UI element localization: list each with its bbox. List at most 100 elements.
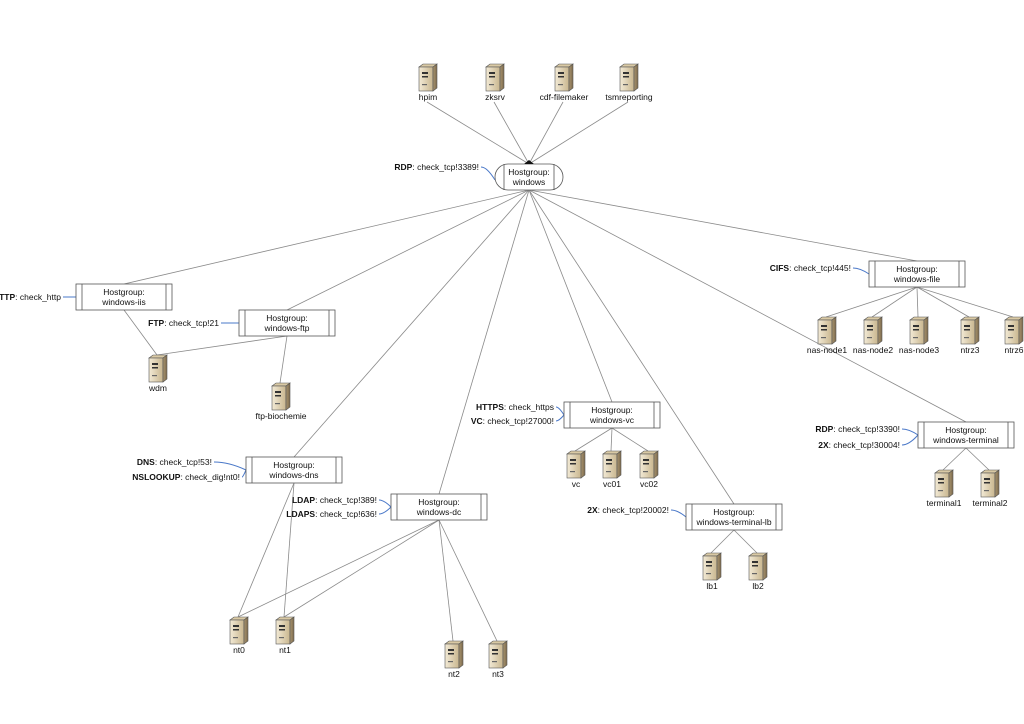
service-connector [555, 414, 565, 422]
edge-tsmreporting-to-windows [528, 101, 629, 165]
hostgroup-windows-terminal[interactable]: Hostgroup:windows-terminal [917, 421, 1015, 449]
host-ftp-biochemie[interactable]: ftp-biochemie [255, 382, 307, 421]
host-nt0[interactable]: nt0 [229, 616, 249, 655]
edge-windows-to-windows-file [528, 189, 918, 262]
server-icon [602, 450, 622, 479]
host-nas-node1[interactable]: nas-node1 [807, 316, 847, 355]
svc-nslookup[interactable]: NSLOOKUP: check_dig!nt0! [132, 472, 240, 482]
service-name: DNS [137, 457, 155, 467]
host-label: cdf-filemaker [540, 92, 589, 102]
host-nt3[interactable]: nt3 [488, 640, 508, 679]
service-connector [378, 506, 392, 515]
server-icon [554, 63, 574, 92]
hostgroup-windows-dns[interactable]: Hostgroup:windows-dns [245, 456, 343, 484]
server-icon [960, 316, 980, 345]
service-check: : check_tcp!21 [164, 318, 219, 328]
svc-ldap[interactable]: LDAP: check_tcp!389! [292, 495, 377, 505]
service-check: : check_tcp!636! [315, 509, 377, 519]
hostgroup-title: Hostgroup: [418, 497, 460, 507]
host-label: nt0 [233, 645, 245, 655]
host-ntrz3[interactable]: ntrz3 [960, 316, 980, 355]
host-lb1[interactable]: lb1 [702, 552, 722, 591]
svc-2x-terminal[interactable]: 2X: check_tcp!30004! [818, 440, 900, 450]
edge-windows-dc-to-nt0 [237, 519, 440, 618]
server-icon [702, 552, 722, 581]
host-label: terminal2 [973, 498, 1008, 508]
host-label: terminal1 [927, 498, 962, 508]
svc-vc[interactable]: VC: check_tcp!27000! [471, 416, 554, 426]
edge-windows-file-to-nas-node2 [871, 286, 918, 318]
hostgroup-windows-file[interactable]: Hostgroup:windows-file [868, 260, 966, 288]
edge-windows-dns-to-nt0 [237, 482, 295, 618]
hostgroup-windows-vc[interactable]: Hostgroup:windows-vc [563, 401, 661, 429]
service-name: 2X [818, 440, 829, 450]
host-nas-node2[interactable]: nas-node2 [853, 316, 893, 355]
service-check: : check_tcp!389! [315, 495, 377, 505]
host-vc[interactable]: vc [566, 450, 586, 489]
host-terminal2[interactable]: terminal2 [973, 469, 1008, 508]
host-zksrv[interactable]: zksrv [485, 63, 506, 102]
hostgroup-windows-ftp[interactable]: Hostgroup:windows-ftp [238, 309, 336, 337]
host-ntrz6[interactable]: ntrz6 [1004, 316, 1024, 355]
edge-windows-vc-to-vc02 [611, 427, 649, 452]
host-nt2[interactable]: nt2 [444, 640, 464, 679]
svc-ldaps[interactable]: LDAPS: check_tcp!636! [286, 509, 377, 519]
svc-http[interactable]: HTTP: check_http [0, 292, 61, 302]
service-name: CIFS [770, 263, 790, 273]
host-nas-node3[interactable]: nas-node3 [899, 316, 939, 355]
host-tsmreporting[interactable]: tsmreporting [605, 63, 653, 102]
host-hpim[interactable]: hpim [418, 63, 438, 102]
server-icon [444, 640, 464, 669]
svc-rdp-windows[interactable]: RDP: check_tcp!3389! [394, 162, 479, 172]
edge-windows-to-windows-terminal [528, 189, 967, 423]
hostgroup-title: Hostgroup: [266, 313, 308, 323]
edge-windows-terminal-lb-to-lb2 [733, 529, 758, 554]
service-name: FTP [148, 318, 164, 328]
svc-ftp[interactable]: FTP: check_tcp!21 [148, 318, 219, 328]
host-vc01[interactable]: vc01 [602, 450, 622, 489]
hostgroup-title: Hostgroup: [896, 264, 938, 274]
host-label: nas-node2 [853, 345, 893, 355]
hostgroup-windows-terminal-lb[interactable]: Hostgroup:windows-terminal-lb [685, 503, 783, 531]
service-check: : check_http [15, 292, 61, 302]
service-connector [901, 434, 919, 446]
service-connector [480, 166, 496, 181]
hostgroup-windows[interactable]: Hostgroup:windows [494, 160, 564, 191]
svc-2x-lb[interactable]: 2X: check_tcp!20002! [587, 505, 669, 515]
edge-windows-dc-to-nt2 [438, 519, 454, 642]
service-check: : check_tcp!3389! [412, 162, 479, 172]
host-lb2[interactable]: lb2 [748, 552, 768, 591]
host-terminal1[interactable]: terminal1 [927, 469, 962, 508]
svc-cifs[interactable]: CIFS: check_tcp!445! [770, 263, 851, 273]
services-layer: RDP: check_tcp!3389!HTTP: check_httpFTP:… [0, 162, 900, 519]
host-vc02[interactable]: vc02 [639, 450, 659, 489]
host-nt1[interactable]: nt1 [275, 616, 295, 655]
host-label: nas-node1 [807, 345, 847, 355]
hostgroup-windows-dc[interactable]: Hostgroup:windows-dc [390, 493, 488, 521]
host-label: hpim [419, 92, 437, 102]
server-icon [418, 63, 438, 92]
service-connector [852, 267, 870, 275]
hostgroup-windows-iis[interactable]: Hostgroup:windows-iis [75, 283, 173, 311]
service-name: VC [471, 416, 483, 426]
server-icon [934, 469, 954, 498]
service-name: RDP [815, 424, 833, 434]
host-cdf-filemaker[interactable]: cdf-filemaker [540, 63, 589, 102]
service-name: HTTP [0, 292, 15, 302]
service-check: : check_tcp!3390! [833, 424, 900, 434]
hostgroup-title: Hostgroup: [591, 405, 633, 415]
hostgroup-name: windows-terminal-lb [695, 517, 771, 527]
host-label: nt1 [279, 645, 291, 655]
edge-hpim-to-windows [426, 101, 530, 165]
edge-windows-to-windows-iis [123, 189, 530, 285]
hostgroup-name: windows-dns [268, 470, 318, 480]
svc-rdp-terminal[interactable]: RDP: check_tcp!3390! [815, 424, 900, 434]
svc-https[interactable]: HTTPS: check_https [476, 402, 554, 412]
edge-windows-file-to-nas-node1 [825, 286, 918, 318]
svc-dns[interactable]: DNS: check_tcp!53! [137, 457, 212, 467]
service-name: 2X [587, 505, 598, 515]
hostgroup-title: Hostgroup: [945, 425, 987, 435]
service-check: : check_tcp!30004! [829, 440, 900, 450]
host-wdm[interactable]: wdm [148, 354, 168, 393]
